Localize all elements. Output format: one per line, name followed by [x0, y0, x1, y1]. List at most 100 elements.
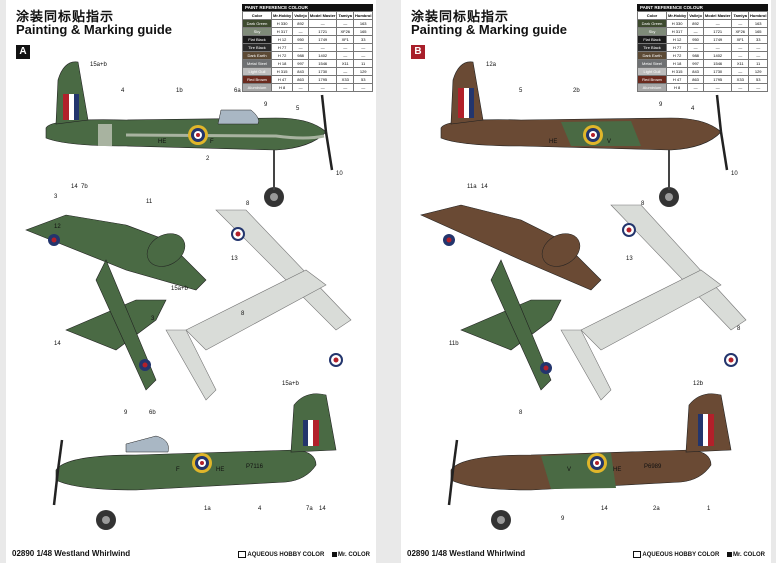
part-callout: 10: [336, 171, 343, 177]
paint-cell: H 8: [665, 83, 689, 92]
title-english: Painting & Marking guide: [16, 22, 173, 37]
plan-view-upper: [25, 214, 207, 391]
part-callout: 14: [481, 184, 488, 190]
side-view-upper: [45, 61, 334, 207]
mr-color-dot-icon: [726, 551, 732, 557]
part-callout: 13: [626, 256, 633, 262]
part-callout: 14: [319, 506, 326, 512]
part-callout: 13: [231, 256, 238, 262]
part-callout: 10: [731, 171, 738, 177]
part-callout: 9: [659, 102, 663, 108]
footer-title: 02890 1/48 Westland Whirlwind: [12, 549, 131, 558]
legend-aqueous: AQUEOUS HOBBY COLOR: [247, 552, 325, 558]
legend-mr-color: Mr. COLOR: [732, 552, 765, 558]
serial-number: P7116: [246, 464, 264, 470]
footer-title: 02890 1/48 Westland Whirlwind: [407, 549, 526, 558]
part-callout: 5: [296, 106, 300, 112]
aircraft-illustrations: HE V V HE: [420, 61, 747, 530]
side-view-lower: [447, 393, 732, 530]
part-callout: 6b: [149, 410, 156, 416]
part-callout: 1b: [176, 88, 183, 94]
paint-table-caption: PAINT REFERENCE COLOUR: [242, 4, 374, 11]
side-view-lower: [52, 393, 337, 530]
aqueous-square-icon: [238, 550, 247, 558]
title-chinese: 涂装同标贴指示: [411, 9, 510, 24]
part-callout: 12b: [693, 381, 704, 387]
individual-letter-lower: F: [176, 467, 180, 473]
part-callout: 11b: [449, 341, 459, 347]
part-callout: 3: [151, 316, 155, 322]
paint-cell: H 8: [270, 83, 294, 92]
paint-table-caption: PAINT REFERENCE COLOUR: [637, 4, 769, 11]
page-b: 涂装同标贴指示 Painting & Marking guide B PAINT…: [401, 0, 771, 563]
aircraft-illustrations: HE F: [25, 61, 352, 530]
part-callout: 9: [264, 102, 268, 108]
part-callout: 14: [71, 184, 78, 190]
part-callout: 12a: [486, 62, 497, 68]
legend: AQUEOUS HOBBY COLOR Mr. COLOR: [633, 550, 765, 558]
code-letters: HE: [549, 139, 557, 145]
title-chinese: 涂装同标贴指示: [16, 9, 115, 24]
part-callout: 15a+b: [90, 62, 108, 68]
part-callout: 11: [146, 199, 153, 205]
part-callout: 15a+b: [282, 381, 300, 387]
paint-cell: —: [702, 83, 733, 92]
plan-view-upper: [420, 204, 602, 391]
paint-cell: —: [747, 83, 769, 92]
paint-cell: —: [307, 83, 338, 92]
scheme-badge: A: [16, 45, 30, 59]
part-callout: 2: [206, 156, 210, 162]
part-callout: 5: [519, 88, 523, 94]
part-callout: 7a: [306, 506, 313, 512]
part-callout: 2a: [653, 506, 660, 512]
part-callout: 8: [737, 326, 741, 332]
part-callout: 8: [241, 311, 245, 317]
part-callout: 8: [519, 410, 523, 416]
part-callout: 1: [707, 506, 711, 512]
individual-letter-lower: V: [567, 467, 571, 473]
part-callout: 9: [561, 516, 565, 522]
code-letters: HE: [158, 139, 166, 145]
legend-aqueous: AQUEOUS HOBBY COLOR: [642, 552, 720, 558]
individual-letter: F: [210, 139, 214, 145]
paint-cell: —: [352, 83, 374, 92]
part-callout: 4: [258, 506, 262, 512]
title-english: Painting & Marking guide: [411, 22, 568, 37]
part-callout: 15a+b: [171, 286, 189, 292]
code-letters-lower: HE: [216, 467, 224, 473]
aqueous-square-icon: [633, 550, 642, 558]
part-callout: 8: [246, 201, 250, 207]
part-callout: 14: [601, 506, 608, 512]
part-callout: 12: [54, 224, 61, 230]
part-callout: 4: [691, 106, 695, 112]
legend-mr-color: Mr. COLOR: [337, 552, 370, 558]
part-callout: 14: [54, 341, 61, 347]
code-letters-lower: HE: [613, 467, 621, 473]
part-callout: 7b: [81, 184, 88, 190]
side-view-upper: [440, 61, 729, 207]
part-callout: 2b: [573, 88, 580, 94]
serial-number: P6989: [644, 464, 662, 470]
part-callout: 9: [124, 410, 128, 416]
part-callout: 1a: [204, 506, 211, 512]
plan-view-underside: [165, 209, 352, 401]
page-a: 涂装同标贴指示 Painting & Marking guide A PAINT…: [6, 0, 376, 563]
part-callout: 4: [121, 88, 125, 94]
part-callout: 6a: [234, 88, 241, 94]
mr-color-dot-icon: [331, 551, 337, 557]
part-callout: 3: [54, 194, 58, 200]
legend: AQUEOUS HOBBY COLOR Mr. COLOR: [238, 550, 370, 558]
part-callout: 8: [641, 201, 645, 207]
